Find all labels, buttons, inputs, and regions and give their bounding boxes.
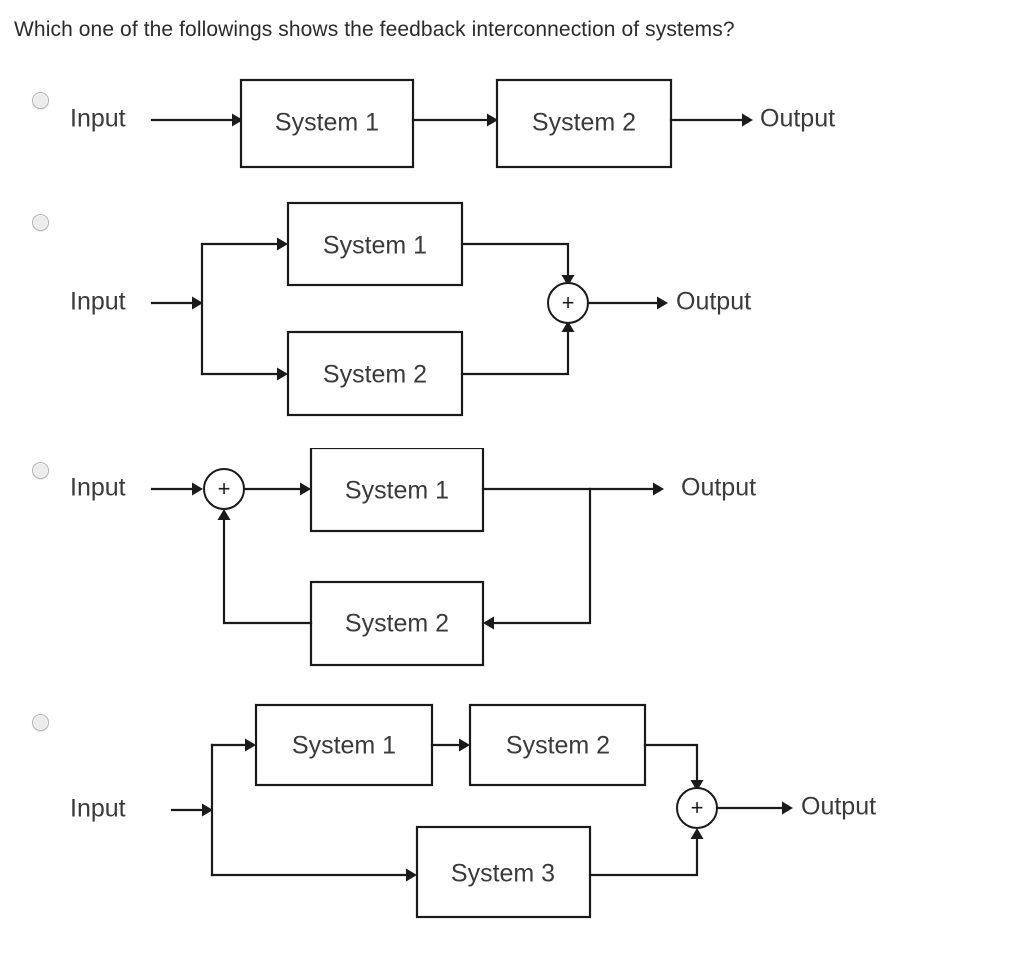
block-system-2-label: System 2 — [532, 109, 636, 137]
block-system-2 — [495, 78, 673, 169]
path-system2-to-adder — [460, 321, 575, 376]
block-system-1-label: System 1 — [292, 732, 396, 760]
input-label: Input — [70, 474, 126, 502]
arrow-to-output — [669, 113, 753, 127]
block-system-2-label: System 2 — [323, 361, 427, 389]
input-label: Input — [70, 795, 126, 823]
block-system-2 — [309, 580, 485, 667]
adder-plus-label: + — [218, 476, 231, 501]
path-system3-to-adder — [588, 828, 704, 877]
radio-option-d[interactable] — [32, 714, 49, 731]
block-system-1 — [286, 201, 464, 287]
diagram-option-a: Input System 1 System 2 Output — [0, 60, 900, 180]
adder-plus-label: + — [691, 795, 704, 820]
radio-option-c[interactable] — [32, 462, 49, 479]
arrow-input-to-split — [150, 296, 203, 310]
arrow-split-to-system3 — [210, 868, 417, 882]
block-system-1-label: System 1 — [323, 232, 427, 260]
arrow-system1-to-system2 — [411, 113, 498, 127]
block-system-2 — [468, 703, 647, 787]
block-system-1-label: System 1 — [275, 109, 379, 137]
block-system-1 — [239, 78, 415, 169]
arrow-system1-to-output — [481, 482, 664, 496]
output-label: Output — [676, 288, 751, 316]
block-system-1 — [309, 448, 485, 533]
block-system-2-label: System 2 — [345, 610, 449, 638]
diagram-option-d: Input System 1 — [0, 690, 990, 935]
block-system-1 — [254, 703, 434, 787]
block-system-3 — [415, 825, 592, 919]
diagram-option-b: Input System 1 System 2 — [0, 190, 900, 435]
output-label: Output — [801, 793, 876, 821]
arrow-input-to-system1 — [150, 113, 243, 127]
block-system-3-label: System 3 — [451, 860, 555, 888]
path-system2-to-adder — [217, 509, 313, 625]
input-label: Input — [70, 105, 126, 133]
block-system-2 — [286, 330, 464, 417]
diagram-option-c: Input + System 1 — [0, 448, 900, 683]
arrow-split-to-system1 — [210, 738, 256, 752]
arrow-input-to-adder — [150, 482, 203, 496]
radio-option-a[interactable] — [32, 92, 49, 109]
block-system-2-label: System 2 — [506, 732, 610, 760]
output-label: Output — [681, 474, 756, 502]
arrow-to-output — [586, 296, 668, 310]
arrow-system1-to-system2 — [430, 738, 470, 752]
block-system-1-label: System 1 — [345, 477, 449, 505]
arrow-input-to-split — [170, 803, 213, 817]
question-text: Which one of the followings shows the fe… — [14, 18, 735, 41]
adder-plus-label: + — [562, 290, 575, 315]
output-label: Output — [760, 105, 835, 133]
arrow-split-to-system2 — [200, 367, 288, 381]
input-label: Input — [70, 288, 126, 316]
arrow-split-to-system1 — [200, 237, 288, 251]
arrow-adder-to-system1 — [242, 482, 311, 496]
path-feedback-to-system2 — [483, 487, 592, 630]
path-system1-to-adder — [460, 242, 575, 286]
radio-option-b[interactable] — [32, 214, 49, 231]
path-system2-to-adder — [643, 743, 704, 791]
arrow-to-output — [715, 801, 793, 815]
